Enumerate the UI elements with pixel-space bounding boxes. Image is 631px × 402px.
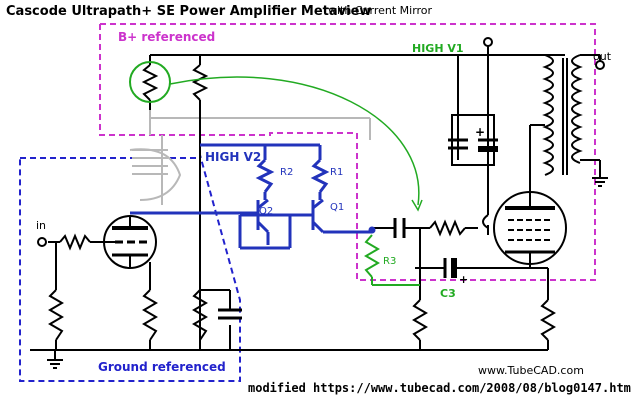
r3-label: R3 bbox=[383, 256, 396, 267]
subtitle: with Current Mirror bbox=[328, 4, 433, 17]
junction-dot bbox=[368, 226, 376, 234]
c3-capacitor: + bbox=[443, 258, 468, 286]
site-label: www.TubeCAD.com bbox=[478, 364, 584, 377]
b-plus-region bbox=[99, 23, 596, 281]
ground-symbols bbox=[47, 177, 608, 369]
q1-label: Q1 bbox=[330, 202, 344, 213]
right-pentode bbox=[482, 185, 567, 268]
resistors bbox=[48, 64, 556, 341]
title: Cascode Ultrapath+ SE Power Amplifier Me… bbox=[6, 4, 371, 19]
input-terminal bbox=[37, 237, 47, 247]
high-v1-label: HIGH V1 bbox=[412, 42, 464, 55]
ground-label: Ground referenced bbox=[98, 360, 226, 374]
left-triode bbox=[103, 215, 157, 269]
q2-label: Q2 bbox=[259, 206, 273, 217]
bplus-capacitor: + bbox=[448, 114, 498, 166]
r1-label: R1 bbox=[330, 167, 343, 178]
modified-url: modified https://www.tubecad.com/2008/08… bbox=[248, 381, 631, 395]
left-bypass-capacitor bbox=[218, 308, 242, 320]
black-wiring bbox=[30, 42, 601, 360]
green-elements bbox=[129, 61, 423, 286]
output-transformer bbox=[542, 54, 583, 176]
high-v2-label: HIGH V2 bbox=[205, 150, 261, 164]
current-mirror bbox=[130, 143, 372, 250]
svg-text:+: + bbox=[459, 273, 468, 286]
c3-label: C3 bbox=[440, 287, 456, 300]
b-plus-label: B+ referenced bbox=[118, 30, 215, 44]
grey-traces bbox=[129, 105, 371, 205]
r2-label: R2 bbox=[280, 167, 293, 178]
output-terminal bbox=[595, 60, 605, 70]
svg-text:+: + bbox=[475, 125, 485, 139]
in-label: in bbox=[36, 219, 46, 232]
high-v1-terminal bbox=[483, 37, 493, 47]
coupling-capacitor bbox=[393, 218, 406, 238]
out-label: out bbox=[593, 50, 612, 63]
